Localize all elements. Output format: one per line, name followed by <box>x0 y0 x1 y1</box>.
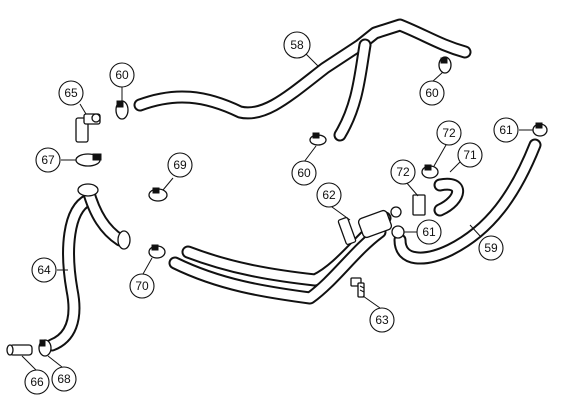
svg-text:67: 67 <box>41 153 55 167</box>
callout-63: 63 <box>369 307 395 333</box>
hose-62 <box>168 211 392 305</box>
svg-text:69: 69 <box>173 158 187 172</box>
svg-text:65: 65 <box>64 86 78 100</box>
hose-64 <box>45 183 131 352</box>
svg-text:61: 61 <box>499 123 513 137</box>
callout-72-lower: 72 <box>390 159 416 185</box>
callout-60-middle: 60 <box>291 160 317 186</box>
pipe-fitting <box>337 194 426 246</box>
svg-text:72: 72 <box>396 165 410 179</box>
callout-61-lower: 61 <box>416 219 442 245</box>
callout-72-upper: 72 <box>436 120 462 146</box>
bolt-63 <box>350 277 365 298</box>
fitting-66 <box>6 344 33 356</box>
callout-61-right: 61 <box>493 117 519 143</box>
callout-65: 65 <box>58 80 84 106</box>
clamp-72-upper <box>421 164 439 179</box>
callout-67: 67 <box>35 147 61 173</box>
clamp-60-upper-right <box>438 56 452 74</box>
clamp-69 <box>148 187 168 202</box>
hose-59 <box>393 138 542 265</box>
hose-71 <box>433 177 465 217</box>
hose-58 <box>133 18 472 142</box>
svg-text:68: 68 <box>57 372 71 386</box>
svg-text:60: 60 <box>115 68 129 82</box>
svg-text:66: 66 <box>30 375 44 389</box>
svg-text:58: 58 <box>290 38 304 52</box>
svg-text:64: 64 <box>37 263 51 277</box>
svg-text:60: 60 <box>425 86 439 100</box>
svg-text:72: 72 <box>442 126 456 140</box>
callout-70: 70 <box>129 273 155 299</box>
svg-text:62: 62 <box>322 188 336 202</box>
callout-66: 66 <box>24 369 50 395</box>
clamp-61-right <box>532 122 548 137</box>
svg-text:71: 71 <box>463 148 477 162</box>
part-65 <box>75 113 101 143</box>
callout-59: 59 <box>478 235 504 261</box>
svg-text:60: 60 <box>297 166 311 180</box>
callout-64: 64 <box>31 257 57 283</box>
clamp-60-left <box>115 100 129 120</box>
callout-71: 71 <box>457 142 483 168</box>
svg-text:61: 61 <box>422 225 436 239</box>
svg-text:59: 59 <box>484 241 498 255</box>
callout-58: 58 <box>283 31 311 59</box>
callout-68: 68 <box>51 366 77 392</box>
callout-60-left: 60 <box>109 62 135 88</box>
callout-60-upper-right: 60 <box>419 80 445 106</box>
clamp-60-middle <box>309 132 327 146</box>
svg-text:63: 63 <box>375 313 389 327</box>
callout-62: 62 <box>316 182 342 208</box>
svg-text:70: 70 <box>135 279 149 293</box>
clamp-67 <box>75 153 102 167</box>
clamp-61-lower <box>391 225 405 239</box>
clamp-68 <box>38 339 52 357</box>
clamp-70 <box>148 244 166 259</box>
leader-lines <box>21 44 533 371</box>
callout-69: 69 <box>167 152 193 178</box>
